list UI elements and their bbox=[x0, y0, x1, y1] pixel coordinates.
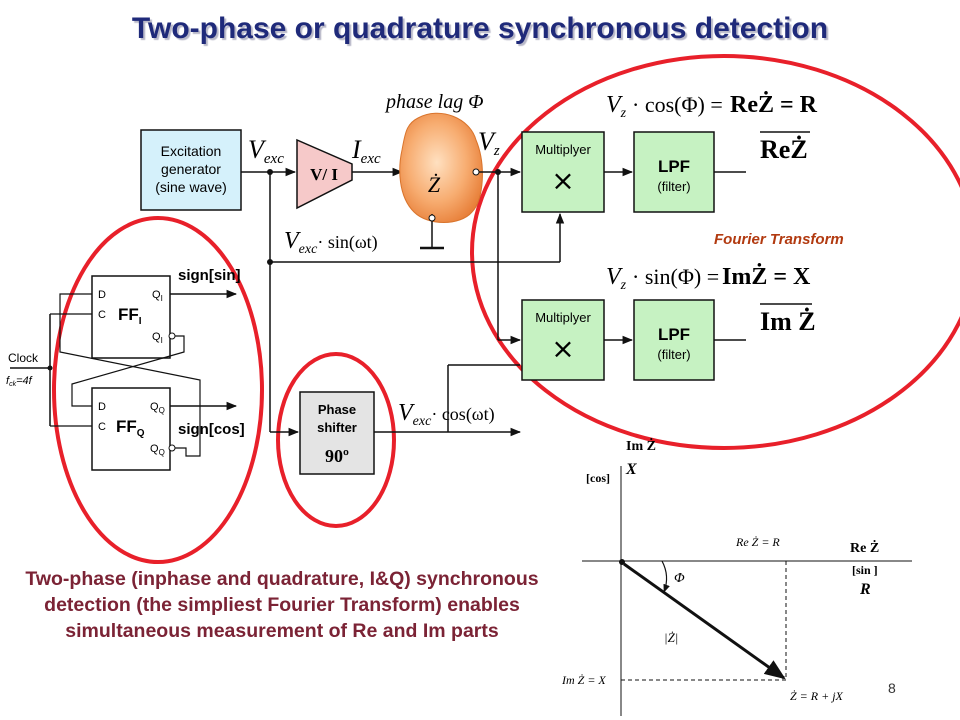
z-dot-label: Ż bbox=[428, 172, 441, 197]
page-number: 8 bbox=[888, 680, 896, 696]
vi-label: V/ I bbox=[310, 165, 338, 184]
svg-text:X: X bbox=[625, 461, 637, 478]
output-im: Im Ż bbox=[760, 307, 816, 336]
svg-text:QI: QI bbox=[152, 289, 163, 303]
svg-text:ReŻ = R: ReŻ = R bbox=[730, 92, 818, 118]
svg-text:shifter: shifter bbox=[317, 420, 357, 435]
svg-text:Multiplyer: Multiplyer bbox=[535, 310, 591, 325]
svg-text:×: × bbox=[551, 332, 574, 365]
svg-text:R: R bbox=[859, 581, 871, 598]
output-re: ReŻ bbox=[760, 135, 808, 164]
phase-shifter: Phase shifter 90º bbox=[299, 391, 375, 475]
svg-text:[sin ]: [sin ] bbox=[852, 563, 878, 577]
vi-converter: V/ I bbox=[296, 138, 353, 210]
svg-text:(filter): (filter) bbox=[657, 179, 690, 194]
svg-text:· sin(Φ) =: · sin(Φ) = bbox=[632, 264, 719, 289]
equation-bottom: Vz · sin(Φ) = ImŻ = X bbox=[606, 264, 811, 293]
svg-text:90º: 90º bbox=[325, 446, 349, 466]
flipflop-inphase: D C FFI QI QI bbox=[91, 275, 171, 359]
ellipse-fourier bbox=[470, 54, 960, 450]
svg-text:ImŻ = X: ImŻ = X bbox=[722, 264, 811, 290]
svg-text:C: C bbox=[98, 421, 106, 433]
svg-text:LPF: LPF bbox=[658, 157, 690, 176]
svg-text:(filter): (filter) bbox=[657, 347, 690, 362]
multiply-symbol: × bbox=[551, 164, 574, 197]
iexc-label: Iexc bbox=[351, 135, 381, 167]
equation-top: Vz · cos(Φ) = ReŻ = R bbox=[606, 92, 818, 121]
clock-label: Clock bbox=[8, 351, 39, 365]
phasor-diagram: Φ |Ż| Im Ż [cos] X Re Ż [sin ] R Re Ż = … bbox=[561, 437, 912, 716]
svg-text:Phase: Phase bbox=[318, 402, 356, 417]
svg-text:Ż = R + jX: Ż = R + jX bbox=[790, 689, 844, 703]
lpf-top: LPF (filter) bbox=[633, 131, 715, 213]
sign-cos-label: sign[cos] bbox=[178, 421, 245, 438]
svg-text:Im Ż: Im Ż bbox=[626, 437, 656, 454]
svg-text:D: D bbox=[98, 401, 106, 413]
svg-text:QI: QI bbox=[152, 331, 163, 345]
svg-text:Re Ż: Re Ż bbox=[850, 539, 879, 556]
excitation-generator-block: Excitation generator (sine wave) bbox=[140, 129, 242, 211]
flipflop-quadrature: D C FFQ QQ QQ bbox=[91, 387, 171, 471]
svg-text:QQ: QQ bbox=[150, 401, 165, 415]
svg-text:|Ż|: |Ż| bbox=[664, 630, 678, 645]
svg-text:Multiplyer: Multiplyer bbox=[535, 142, 591, 157]
vexc-label: Vexc bbox=[248, 135, 284, 167]
vexc-sin-label: Vexc· sin(ωt) bbox=[284, 228, 378, 257]
svg-text:D: D bbox=[98, 289, 106, 301]
svg-text:· cos(Φ) =: · cos(Φ) = bbox=[632, 92, 723, 117]
excitation-line-1: Excitation bbox=[161, 143, 222, 159]
lpf-bottom: LPF (filter) bbox=[633, 299, 715, 381]
svg-text:Φ: Φ bbox=[674, 571, 685, 586]
svg-text:FFQ: FFQ bbox=[116, 417, 145, 439]
sign-sin-label: sign[sin] bbox=[178, 267, 241, 284]
multiplier-bottom: Multiplyer × bbox=[521, 299, 605, 381]
ellipse-phase-shifter bbox=[276, 352, 396, 528]
svg-text:LPF: LPF bbox=[658, 325, 690, 344]
slide-caption: Two-phase (inphase and quadrature, I&Q) … bbox=[25, 568, 539, 642]
slide-title: Two-phase or quadrature synchronous dete… bbox=[131, 12, 829, 45]
svg-text:[cos]: [cos] bbox=[586, 471, 610, 485]
phase-lag-label: phase lag Φ bbox=[384, 91, 483, 113]
svg-text:Vz: Vz bbox=[606, 92, 627, 121]
clock-freq-label: fck=4f bbox=[6, 375, 33, 388]
fourier-transform-label: Fourier Transform bbox=[714, 231, 844, 248]
svg-text:QQ: QQ bbox=[150, 443, 165, 457]
excitation-line-3: (sine wave) bbox=[155, 179, 227, 195]
vz-label: Vz bbox=[478, 127, 500, 159]
excitation-line-2: generator bbox=[161, 161, 221, 177]
svg-text:FFI: FFI bbox=[118, 305, 142, 327]
svg-text:Re Ż = R: Re Ż = R bbox=[735, 535, 780, 549]
ellipse-flipflops bbox=[52, 216, 264, 564]
svg-text:C: C bbox=[98, 309, 106, 321]
svg-text:Im Ż = X: Im Ż = X bbox=[561, 673, 606, 687]
multiplier-top: Multiplyer × bbox=[521, 131, 605, 213]
vexc-cos-label: Vexc· cos(ωt) bbox=[398, 400, 495, 429]
sample-impedance: Ż bbox=[399, 112, 483, 223]
svg-text:Vz: Vz bbox=[606, 264, 627, 293]
